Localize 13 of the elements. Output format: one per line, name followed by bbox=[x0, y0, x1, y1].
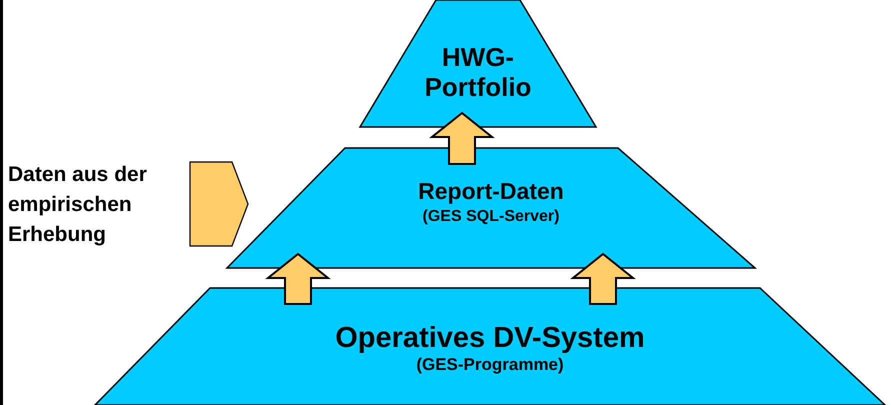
tier-subtitle: (GES-Programme) bbox=[416, 355, 564, 375]
tier-title: Operatives DV-System bbox=[335, 321, 645, 355]
tier-title: HWG- Portfolio bbox=[424, 42, 532, 102]
pyramid-tier bbox=[93, 287, 887, 405]
block-arrow bbox=[189, 161, 249, 247]
block-arrow bbox=[265, 252, 331, 305]
pyramid-tier bbox=[358, 0, 598, 128]
block-arrow bbox=[429, 112, 495, 165]
pyramid-tier bbox=[225, 147, 757, 269]
block-arrow bbox=[570, 252, 636, 305]
tier-title: Report-Daten bbox=[418, 177, 564, 205]
tier-subtitle: (GES SQL-Server) bbox=[422, 207, 560, 227]
side-label: Daten aus der empirischen Erhebung bbox=[8, 160, 190, 250]
